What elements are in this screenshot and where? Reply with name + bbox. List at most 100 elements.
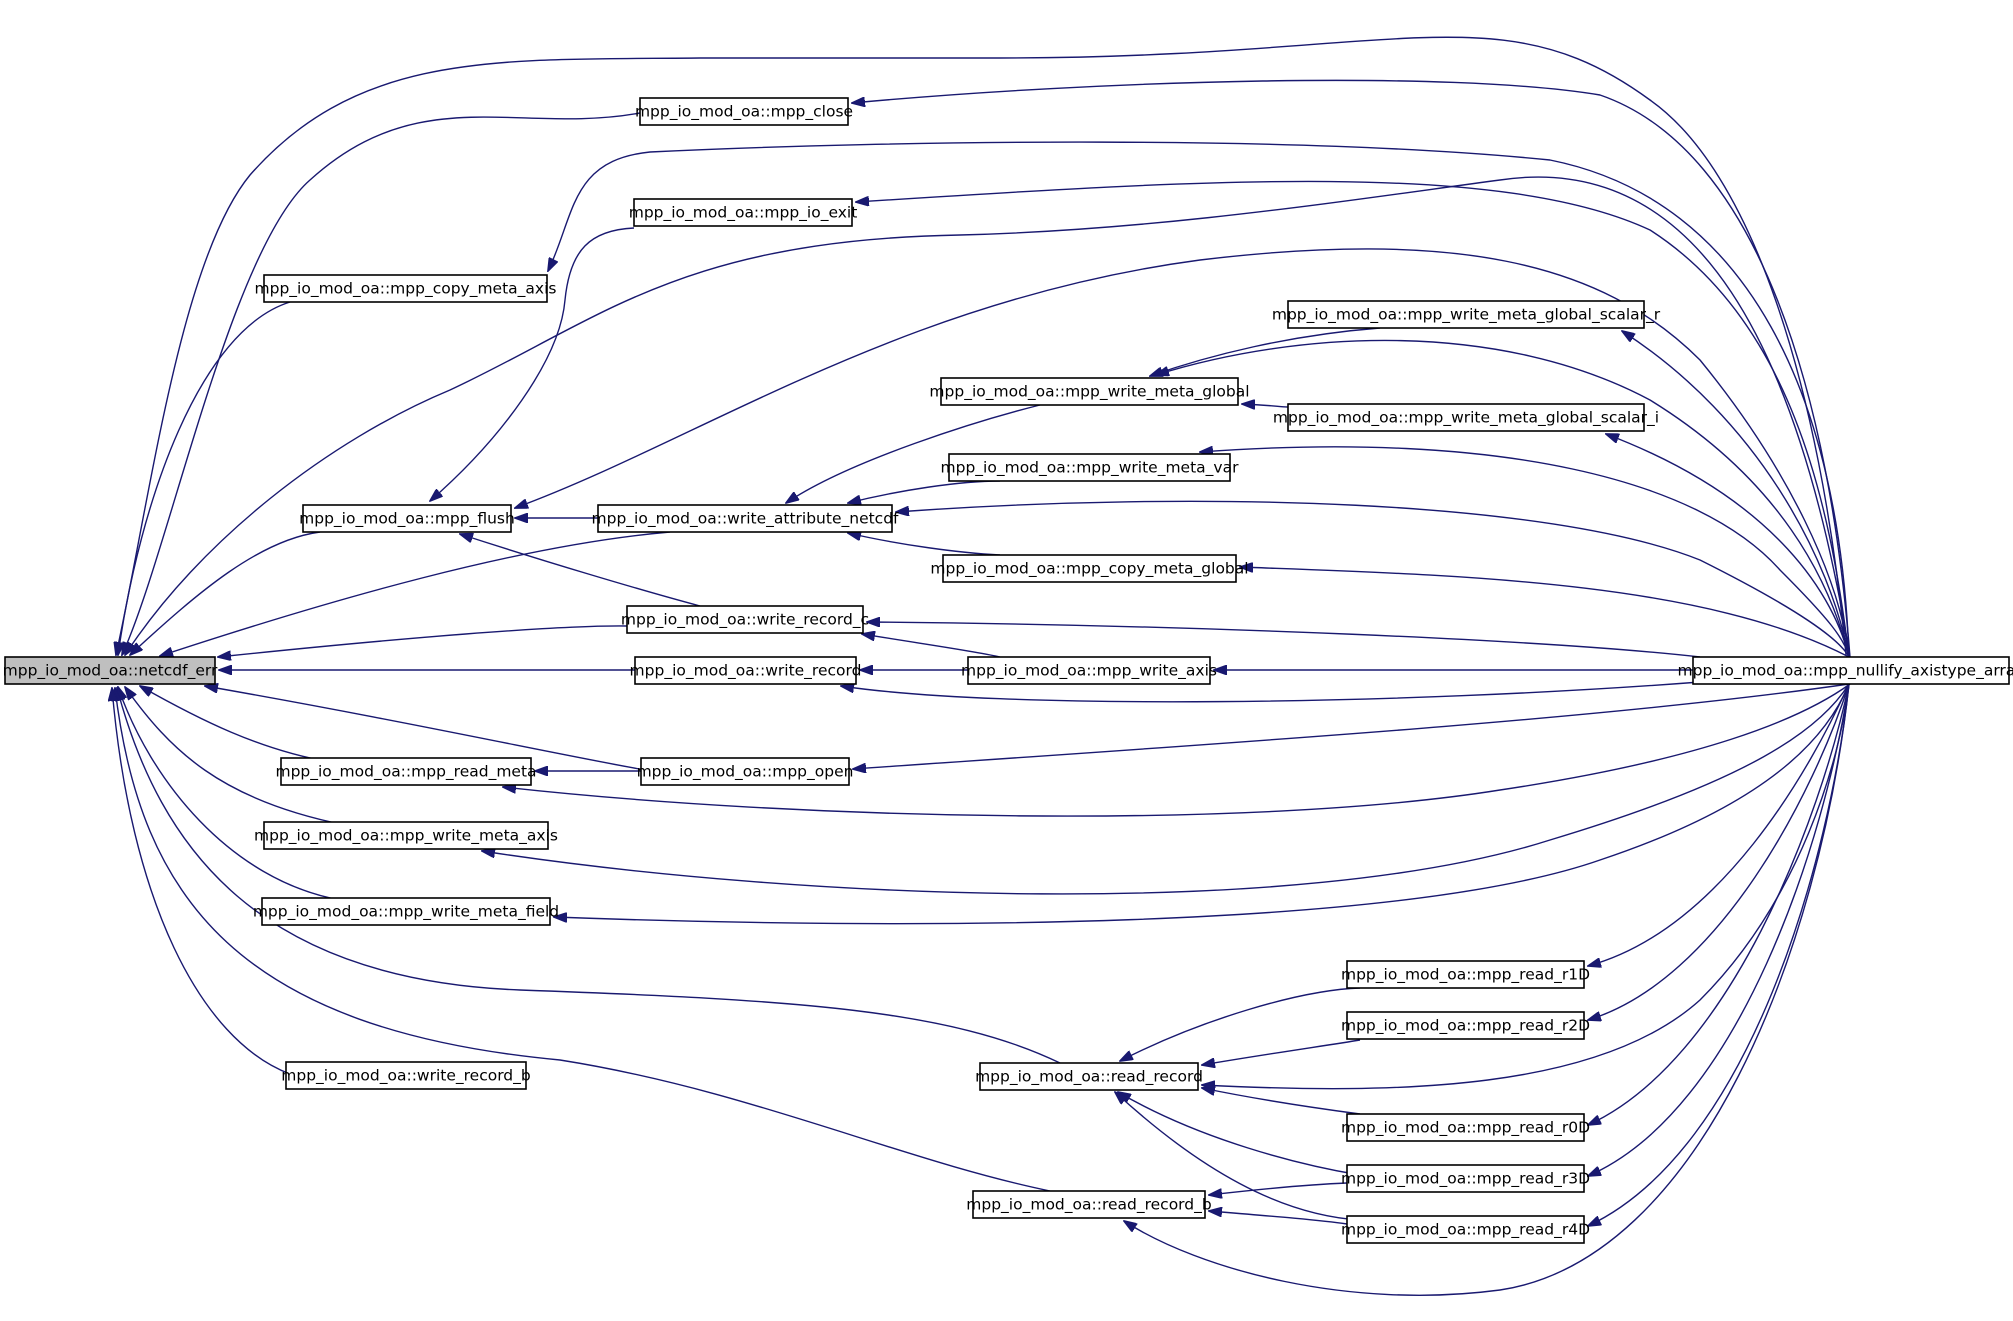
edge-mpp-close-to-mpp-nullify-axistype-array bbox=[852, 79, 1851, 658]
node-mpp-write-meta-global-scalar-r[interactable]: mpp_io_mod_oa::mpp_write_meta_global_sca… bbox=[1272, 300, 1661, 329]
edge-write-record-c-to-mpp-write-axis bbox=[862, 634, 1001, 658]
node-label-netcdf-err: mpp_io_mod_oa::netcdf_err bbox=[3, 662, 218, 681]
edge-netcdf-err-to-mpp-io-exit bbox=[116, 36, 1847, 655]
node-mpp-read-r4d[interactable]: mpp_io_mod_oa::mpp_read_r4D bbox=[1341, 1215, 1590, 1244]
node-label-mpp-open: mpp_io_mod_oa::mpp_open bbox=[637, 763, 854, 782]
node-write-record-b[interactable]: mpp_io_mod_oa::write_record_b bbox=[281, 1061, 531, 1090]
node-label-mpp-read-r4d: mpp_io_mod_oa::mpp_read_r4D bbox=[1341, 1221, 1590, 1240]
edge-netcdf-err-to-write-record-c bbox=[218, 625, 628, 657]
node-label-mpp-flush: mpp_io_mod_oa::mpp_flush bbox=[299, 510, 515, 529]
node-mpp-read-r3d[interactable]: mpp_io_mod_oa::mpp_read_r3D bbox=[1341, 1164, 1590, 1193]
edge-mpp-read-r4D-to-mpp-nullify-axistype-array bbox=[1588, 683, 1850, 1226]
node-mpp-write-meta-axis[interactable]: mpp_io_mod_oa::mpp_write_meta_axis bbox=[254, 821, 558, 850]
node-label-mpp-close: mpp_io_mod_oa::mpp_close bbox=[635, 103, 853, 122]
edge-netcdf-err-to-mpp-nullify-axistype-array bbox=[125, 176, 1851, 658]
edge-read-record-to-mpp-read-r4D bbox=[1115, 1092, 1361, 1221]
edge-netcdf-err-to-mpp-open bbox=[205, 686, 646, 771]
edge-netcdf-err-to-read-record bbox=[117, 688, 1061, 1064]
edge-mpp-read-r2D-to-mpp-nullify-axistype-array bbox=[1588, 683, 1850, 1020]
node-label-write-record-b: mpp_io_mod_oa::write_record_b bbox=[281, 1067, 530, 1086]
edge-layer bbox=[112, 36, 1851, 1296]
edge-mpp-write-meta-global-to-mpp-nullify-axistype-array bbox=[1156, 339, 1850, 658]
node-label-read-record: mpp_io_mod_oa::read_record bbox=[975, 1068, 1203, 1087]
node-label-mpp-read-r0d: mpp_io_mod_oa::mpp_read_r0D bbox=[1341, 1119, 1590, 1138]
edge-write-record-to-mpp-nullify-axistype-array bbox=[841, 681, 1701, 703]
edge-read-record-to-mpp-read-r1D bbox=[1120, 987, 1361, 1061]
node-label-mpp-write-meta-global-scalar-i: mpp_io_mod_oa::mpp_write_meta_global_sca… bbox=[1273, 409, 1659, 428]
node-label-mpp-write-meta-var: mpp_io_mod_oa::mpp_write_meta_var bbox=[941, 459, 1240, 478]
node-label-mpp-copy-meta-axis: mpp_io_mod_oa::mpp_copy_meta_axis bbox=[255, 280, 557, 299]
node-label-mpp-read-r3d: mpp_io_mod_oa::mpp_read_r3D bbox=[1341, 1170, 1590, 1189]
node-mpp-copy-meta-global[interactable]: mpp_io_mod_oa::mpp_copy_meta_global bbox=[930, 554, 1249, 583]
edge-read-record-to-mpp-read-r3D bbox=[1118, 1092, 1361, 1176]
edge-read-record-to-mpp-read-r2D bbox=[1202, 1039, 1361, 1065]
node-read-record-b[interactable]: mpp_io_mod_oa::read_record_b bbox=[966, 1190, 1212, 1219]
node-label-write-attribute-netcdf: mpp_io_mod_oa::write_attribute_netcdf bbox=[592, 510, 900, 529]
edge-read-record-to-mpp-nullify-axistype-array bbox=[1202, 683, 1850, 1089]
edge-mpp-copy-meta-global-to-mpp-nullify-axistype-array bbox=[1240, 567, 1850, 658]
edge-read-record-b-to-mpp-read-r4D bbox=[1209, 1211, 1348, 1225]
edge-netcdf-err-to-mpp-close bbox=[122, 112, 641, 655]
node-netcdf-err[interactable]: mpp_io_mod_oa::netcdf_err bbox=[3, 656, 218, 685]
node-mpp-read-r0d[interactable]: mpp_io_mod_oa::mpp_read_r0D bbox=[1341, 1113, 1590, 1142]
node-mpp-write-meta-global[interactable]: mpp_io_mod_oa::mpp_write_meta_global bbox=[929, 377, 1250, 406]
node-label-mpp-write-meta-global-scalar-r: mpp_io_mod_oa::mpp_write_meta_global_sca… bbox=[1272, 306, 1661, 325]
node-label-read-record-b: mpp_io_mod_oa::read_record_b bbox=[966, 1196, 1211, 1215]
edge-netcdf-err-to-mpp-flush bbox=[130, 531, 321, 655]
edge-mpp-read-r3D-to-mpp-nullify-axistype-array bbox=[1588, 683, 1850, 1176]
edge-mpp-open-to-mpp-nullify-axistype-array bbox=[853, 683, 1850, 769]
node-mpp-close[interactable]: mpp_io_mod_oa::mpp_close bbox=[635, 97, 853, 126]
edge-write-attribute-netcdf-to-mpp-copy-meta-global bbox=[848, 533, 1001, 556]
node-mpp-nullify-axistype-array[interactable]: mpp_io_mod_oa::mpp_nullify_axistype_arra… bbox=[1678, 656, 2013, 685]
node-layer: mpp_io_mod_oa::netcdf_err mpp_io_mod_oa:… bbox=[3, 97, 2013, 1244]
node-mpp-write-meta-field[interactable]: mpp_io_mod_oa::mpp_write_meta_field bbox=[253, 897, 559, 926]
edge-write-attribute-netcdf-to-mpp-nullify-axistype-array bbox=[896, 500, 1850, 658]
node-mpp-write-axis[interactable]: mpp_io_mod_oa::mpp_write_axis bbox=[961, 656, 1217, 685]
node-label-mpp-write-axis: mpp_io_mod_oa::mpp_write_axis bbox=[961, 662, 1217, 681]
node-mpp-write-meta-global-scalar-i[interactable]: mpp_io_mod_oa::mpp_write_meta_global_sca… bbox=[1273, 403, 1659, 432]
node-label-mpp-nullify-axistype-array: mpp_io_mod_oa::mpp_nullify_axistype_arra… bbox=[1678, 662, 2013, 681]
edge-mpp-write-meta-global-scalar-i-to-mpp-nullify-axistype-array bbox=[1606, 434, 1850, 658]
node-label-mpp-io-exit: mpp_io_mod_oa::mpp_io_exit bbox=[629, 204, 858, 223]
node-mpp-read-r1d[interactable]: mpp_io_mod_oa::mpp_read_r1D bbox=[1341, 960, 1590, 989]
node-label-mpp-read-r2d: mpp_io_mod_oa::mpp_read_r2D bbox=[1341, 1017, 1590, 1036]
edge-mpp-flush-to-write-record-c bbox=[460, 534, 701, 607]
edge-netcdf-err-to-read-record-b bbox=[115, 688, 1051, 1192]
edge-mpp-write-meta-axis-to-mpp-nullify-axistype-array bbox=[482, 683, 1850, 895]
edge-netcdf-err-to-mpp-write-meta-field bbox=[118, 687, 341, 901]
edge-write-record-c-to-mpp-nullify-axistype-array bbox=[867, 622, 1701, 658]
edge-mpp-write-meta-global-to-mpp-write-meta-global-scalar-r bbox=[1150, 327, 1381, 376]
node-write-record-c[interactable]: mpp_io_mod_oa::write_record_c bbox=[621, 605, 869, 634]
node-write-attribute-netcdf[interactable]: mpp_io_mod_oa::write_attribute_netcdf bbox=[592, 504, 900, 533]
edge-netcdf-err-to-mpp-write-meta-axis bbox=[125, 687, 346, 826]
node-label-mpp-read-meta: mpp_io_mod_oa::mpp_read_meta bbox=[275, 763, 536, 782]
edge-mpp-read-r1D-to-mpp-nullify-axistype-array bbox=[1588, 683, 1850, 966]
node-mpp-flush[interactable]: mpp_io_mod_oa::mpp_flush bbox=[299, 504, 515, 533]
edge-write-attribute-netcdf-to-mpp-write-meta-var bbox=[848, 480, 1001, 503]
node-label-write-record: mpp_io_mod_oa::write_record bbox=[630, 662, 862, 681]
node-mpp-write-meta-var[interactable]: mpp_io_mod_oa::mpp_write_meta_var bbox=[941, 453, 1240, 482]
node-label-mpp-write-meta-axis: mpp_io_mod_oa::mpp_write_meta_axis bbox=[254, 827, 558, 846]
edge-netcdf-err-to-mpp-read-meta bbox=[140, 686, 331, 763]
edge-netcdf-err-to-mpp-copy-meta-axis bbox=[118, 301, 291, 655]
node-mpp-open[interactable]: mpp_io_mod_oa::mpp_open bbox=[637, 757, 854, 786]
node-mpp-read-meta[interactable]: mpp_io_mod_oa::mpp_read_meta bbox=[275, 757, 537, 786]
node-label-mpp-write-meta-global: mpp_io_mod_oa::mpp_write_meta_global bbox=[929, 383, 1249, 402]
node-mpp-copy-meta-axis[interactable]: mpp_io_mod_oa::mpp_copy_meta_axis bbox=[255, 274, 557, 303]
edge-mpp-flush-to-mpp-nullify-axistype-array bbox=[515, 248, 1850, 658]
edge-mpp-write-meta-global-scalar-r-to-mpp-nullify-axistype-array bbox=[1622, 331, 1850, 658]
node-label-mpp-copy-meta-global: mpp_io_mod_oa::mpp_copy_meta_global bbox=[930, 560, 1248, 579]
edge-netcdf-err-to-write-attribute-netcdf bbox=[160, 531, 671, 656]
node-label-mpp-write-meta-field: mpp_io_mod_oa::mpp_write_meta_field bbox=[253, 903, 559, 922]
node-mpp-read-r2d[interactable]: mpp_io_mod_oa::mpp_read_r2D bbox=[1341, 1011, 1590, 1040]
edge-mpp-write-meta-field-to-mpp-nullify-axistype-array bbox=[554, 683, 1850, 925]
node-read-record[interactable]: mpp_io_mod_oa::read_record bbox=[975, 1062, 1203, 1091]
edge-mpp-io-exit-to-mpp-nullify-axistype-array bbox=[856, 180, 1850, 658]
edge-mpp-write-meta-var-to-mpp-nullify-axistype-array bbox=[1200, 447, 1850, 658]
node-write-record[interactable]: mpp_io_mod_oa::write_record bbox=[630, 656, 862, 685]
edge-read-record-to-mpp-read-r0D bbox=[1202, 1088, 1361, 1115]
node-mpp-io-exit[interactable]: mpp_io_mod_oa::mpp_io_exit bbox=[629, 198, 858, 227]
node-label-write-record-c: mpp_io_mod_oa::write_record_c bbox=[621, 611, 869, 630]
edge-mpp-read-r0D-to-mpp-nullify-axistype-array bbox=[1588, 683, 1850, 1125]
